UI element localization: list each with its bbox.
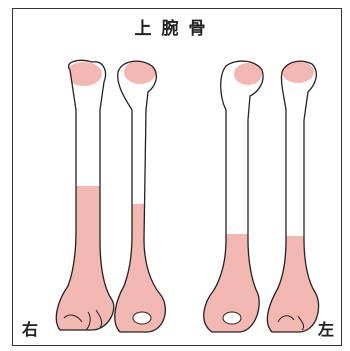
humerus-right-anterior: [50, 60, 120, 336]
highlight-head: [282, 61, 314, 83]
label-left: 左: [318, 316, 334, 340]
humerus-left-anterior: [260, 61, 330, 336]
humerus-right-posterior: [110, 60, 180, 336]
humerus-left-posterior: [195, 61, 265, 336]
highlight-head: [124, 60, 156, 84]
olecranon-fossa: [223, 312, 241, 324]
olecranon-fossa: [133, 312, 151, 324]
highlight-region: [50, 186, 120, 336]
label-right: 右: [22, 316, 38, 340]
highlight-head: [234, 63, 262, 85]
